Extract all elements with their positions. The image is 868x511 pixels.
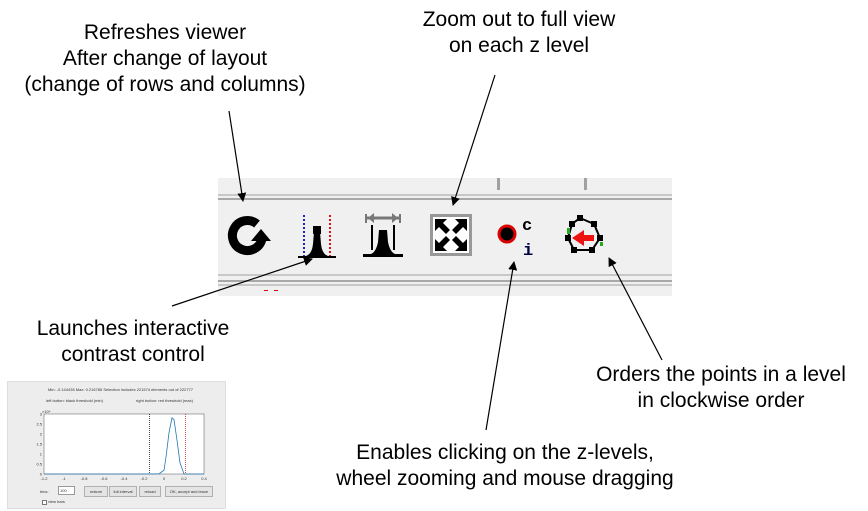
- bins-input[interactable]: 100: [58, 486, 75, 495]
- callout-order-line: Orders the points in a level: [596, 363, 846, 386]
- y-tick-label: 1.5: [36, 442, 42, 447]
- click-interaction-icon: c i: [497, 217, 533, 261]
- histogram-curve: [44, 416, 204, 475]
- x-tick-label: -1: [62, 476, 66, 481]
- toolbar-splitter[interactable]: [584, 178, 587, 190]
- callout-contrast: Launches interactive contrast control: [24, 316, 242, 368]
- contrast-right-hint: right button: red threshold (max): [136, 398, 193, 403]
- toolbar-divider: [218, 280, 672, 282]
- callout-zoom-line: Zoom out to full view: [422, 8, 616, 31]
- x-tick-label: -0.4: [121, 476, 129, 481]
- full-interval-button[interactable]: full interval: [109, 486, 137, 497]
- x-tick-label: 0.2: [181, 476, 187, 481]
- refresh-button[interactable]: [224, 210, 272, 262]
- refresh-icon: [227, 216, 271, 255]
- callout-refresh-line: After change of layout: [62, 47, 268, 70]
- y-tick-label: 1: [40, 452, 43, 457]
- callout-enable-line: Enables clicking on the z-levels,: [356, 441, 654, 464]
- callout-enable-clicking: Enables clicking on the z-levels, wheel …: [316, 440, 694, 492]
- callout-order-points: Orders the points in a level in clockwis…: [582, 362, 860, 414]
- contrast-exponent: ×10⁴: [42, 409, 51, 414]
- contrast-threshold-icon: [298, 215, 336, 258]
- callout-refresh-line: (change of rows and columns): [24, 73, 306, 96]
- callout-contrast-line: contrast control: [61, 343, 205, 366]
- arrow-zoom-full: [451, 74, 496, 206]
- x-tick-label: -0.8: [81, 476, 89, 481]
- contrast-range-button[interactable]: [359, 210, 407, 262]
- enable-clicking-button[interactable]: c i: [494, 210, 542, 262]
- callout-refresh: Refreshes viewer After change of layout …: [8, 20, 322, 98]
- reload-button[interactable]: reload: [139, 486, 161, 497]
- arrow-order-points: [608, 257, 663, 361]
- order-points-button[interactable]: [560, 210, 608, 262]
- click-glyph-c: c: [522, 217, 532, 236]
- contrast-control-window: Min: -0.144435 Max: 0.216785 Selection i…: [7, 381, 226, 509]
- toolbar-divider: [218, 194, 672, 196]
- x-tick-label: -0.6: [101, 476, 109, 481]
- clockwise-order-icon: [565, 215, 603, 253]
- histogram-chart: 3 2.5 2 1.5 1 0.5 0 -1.2 -1 -0.8 -0.6 -0.4 -0.2 0 0.2…: [36, 412, 207, 482]
- toolbar-divider: [218, 198, 672, 200]
- callout-order-line: in clockwise order: [637, 389, 805, 412]
- bins-label: bins:: [40, 489, 49, 494]
- x-tick-label: 0.4: [201, 476, 207, 481]
- callout-zoom-full: Zoom out to full view on each z level: [408, 7, 630, 59]
- callout-enable-line: wheel zooming and mouse dragging: [336, 467, 674, 490]
- x-tick-label: 0: [163, 476, 166, 481]
- arrow-enable-clicking: [485, 261, 518, 431]
- toolbar-divider: [218, 284, 672, 286]
- toolbar-divider: [218, 274, 672, 276]
- contrast-range-icon: [363, 213, 403, 257]
- view-bars-checkbox[interactable]: [42, 500, 47, 505]
- contrast-left-hint: left button: black threshold (min): [46, 398, 103, 403]
- y-tick-label: 2.5: [36, 422, 42, 427]
- y-tick-label: 2: [40, 432, 43, 437]
- contrast-header: Min: -0.144435 Max: 0.216785 Selection i…: [48, 387, 193, 392]
- ok-accept-button[interactable]: OK, accept and leave: [165, 486, 213, 497]
- arrow-refresh: [228, 110, 247, 202]
- callout-contrast-line: Launches interactive: [36, 317, 230, 340]
- zoom-full-view-icon: [430, 214, 472, 256]
- y-tick-label: 0.5: [36, 462, 42, 467]
- y-tick-label: 0: [40, 472, 43, 477]
- viewer-toolbar: c i: [218, 178, 672, 296]
- view-bars-label: view bars: [48, 499, 65, 504]
- arrow-contrast: [171, 257, 313, 307]
- y-tick-label: 3: [40, 412, 43, 417]
- restore-button[interactable]: restore: [84, 486, 108, 497]
- x-tick-label: -1.2: [41, 476, 49, 481]
- toolbar-splitter[interactable]: [497, 178, 500, 190]
- contrast-button[interactable]: [294, 210, 342, 262]
- zoom-full-view-button[interactable]: [427, 210, 475, 262]
- x-tick-label: -0.2: [141, 476, 149, 481]
- red-marker: [274, 290, 278, 291]
- callout-zoom-line: on each z level: [448, 34, 590, 57]
- click-glyph-i: i: [523, 242, 533, 261]
- callout-refresh-line: Refreshes viewer: [83, 21, 247, 44]
- red-marker: [264, 290, 268, 291]
- histogram-plot-area: [43, 413, 205, 475]
